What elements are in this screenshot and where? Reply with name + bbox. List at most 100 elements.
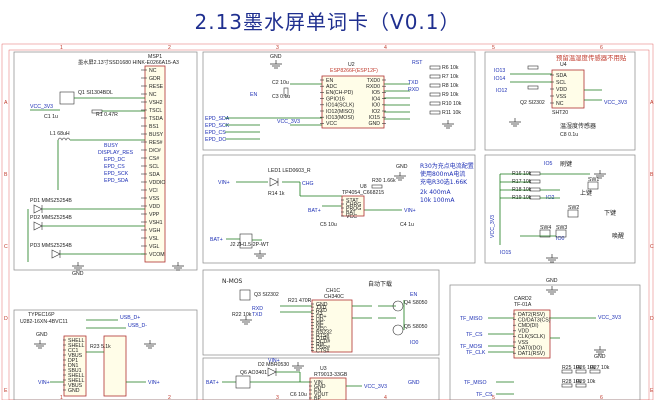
usbserial-net-en: EN bbox=[410, 292, 417, 298]
sd-title: CARD2 bbox=[514, 296, 532, 302]
usbserial-q4-label: Q4 S8050 bbox=[404, 300, 427, 306]
esp-net-sda: EPD_SDA bbox=[205, 116, 230, 122]
keys-gnd-symbol-2 bbox=[546, 254, 558, 263]
usbc-net-vin-2: VIN+ bbox=[148, 380, 160, 386]
panel-eink-frame bbox=[13, 51, 198, 271]
sensor-c8-label: C8 0.1u bbox=[560, 132, 578, 138]
eink-mosfet-q1 bbox=[59, 91, 75, 105]
key-switch bbox=[539, 229, 551, 238]
usbserial-pin-5: UD- bbox=[316, 317, 325, 323]
ldo-pin-2: EN bbox=[314, 388, 321, 394]
usbc-pin-2: CC1 bbox=[68, 348, 78, 354]
esp-right-pin-4: IO0 bbox=[372, 103, 380, 109]
esp-net-rst: RST bbox=[412, 60, 423, 66]
usbc-gnd-label: GND bbox=[36, 332, 48, 338]
eink-vcc-label: VCC_3V3 bbox=[30, 104, 53, 110]
ldo-panel: D2 MBR0530 U3 RT9013-33GB VINGNDENVOUTBP… bbox=[206, 358, 420, 400]
esp-panel: U2 ESP8266F(ESP12F) ENADCEN(CH-PD)GPIO16… bbox=[205, 54, 462, 143]
border-row-right-C: C bbox=[650, 244, 654, 250]
ldo-pin-4: BP bbox=[314, 396, 321, 400]
sd-resistor-label: R25 10k bbox=[562, 365, 582, 371]
border-row-right-D: D bbox=[650, 316, 654, 322]
charger-battery-connector: J2 ZH1.5-2P-WT bbox=[230, 233, 270, 249]
usbserial-chip-name: CH340C bbox=[324, 294, 344, 300]
sheet-inner-frame bbox=[8, 49, 650, 400]
ldo-net-bat: BAT+ bbox=[206, 380, 219, 386]
sensor-pin-3: VSS bbox=[556, 94, 567, 100]
eink-net-busy: BUSY bbox=[104, 143, 119, 149]
eink-pin-2: RESE bbox=[149, 84, 164, 90]
eink-pin-17: VDD bbox=[149, 204, 160, 210]
usbserial-pin-0: GND bbox=[316, 302, 328, 308]
charger-r30-label: R30 1.66k bbox=[372, 178, 396, 184]
sensor-gnd-symbol bbox=[509, 118, 521, 127]
eink-pin-5: TSCL bbox=[149, 108, 162, 114]
charger-pin-4: VCC bbox=[346, 214, 357, 220]
charger-gnd-symbol bbox=[394, 172, 406, 181]
charger-pin-1: CHRG bbox=[346, 202, 361, 208]
key-switch bbox=[555, 229, 567, 238]
charger-note-2: 使用800mA电流 bbox=[420, 170, 465, 178]
esp-right-pin-0: TXD0 bbox=[367, 78, 380, 84]
border-row-D: D bbox=[4, 316, 8, 322]
usbc-net-dn: USB_D- bbox=[128, 323, 147, 329]
key-resistor bbox=[529, 195, 541, 200]
esp-resistor bbox=[429, 83, 441, 88]
charger-panel: R30为充点电流配置 使用800mA电流 充电R30选1.66K 2k 400m… bbox=[210, 162, 474, 259]
ldo-net-gnd-io: GND bbox=[408, 380, 420, 386]
key-net-io5: IO5 bbox=[544, 161, 552, 167]
esp-resistor bbox=[429, 101, 441, 106]
sd-resistor bbox=[575, 383, 587, 388]
usbserial-r21-label: R21 470R bbox=[288, 298, 312, 304]
key-label-wake: 唤醒 bbox=[612, 232, 624, 240]
ldo-q6-label: Q6 AO3401 bbox=[240, 370, 267, 376]
sensor-q2-label: Q2 SI2302 bbox=[520, 100, 545, 106]
ldo-q6 bbox=[235, 375, 251, 389]
esp-resistor-label: R9 10k bbox=[442, 92, 459, 98]
sensor-panel: 预留温湿度传感器不用贴 温湿度传感器 U4 SHT20 SDASCLVDDVSS… bbox=[494, 53, 627, 138]
sd-pin-5: VSS bbox=[518, 340, 529, 346]
usbserial-pin-14: DSR# bbox=[316, 345, 330, 351]
usbc-pin-5: DN1 bbox=[68, 363, 78, 369]
charger-r30 bbox=[371, 184, 383, 189]
usbserial-pin-9: RS232 bbox=[316, 330, 332, 336]
sd-resistor bbox=[575, 369, 587, 374]
eink-pin-9: RES# bbox=[149, 140, 163, 146]
key-net-io0: IO0 bbox=[556, 236, 564, 242]
usbserial-q3 bbox=[239, 289, 251, 301]
sensor-net-vcc: VCC_3V3 bbox=[604, 100, 627, 106]
esp-left-pin-3: GPIO16 bbox=[326, 96, 345, 102]
charger-note-5: 10k 100mA bbox=[420, 197, 455, 204]
border-row-right-B: B bbox=[650, 172, 654, 178]
sd-pin-2: CMD(DI) bbox=[518, 323, 539, 329]
usbc-connector bbox=[63, 335, 87, 397]
eink-pin-11: CS# bbox=[149, 156, 159, 162]
usbc-pin-7: SHELL bbox=[68, 373, 85, 379]
border-col-3: 3 bbox=[276, 45, 279, 51]
eink-gnd-symbol bbox=[72, 262, 84, 271]
ldo-chip bbox=[309, 377, 347, 400]
panel-esp-frame bbox=[202, 51, 476, 151]
esp-right-pin-7: GND bbox=[368, 121, 380, 127]
eink-pin-0: NC bbox=[149, 68, 157, 74]
usbserial-chip-ref: CH1C bbox=[326, 288, 340, 294]
sd-gnd-label-2: GND bbox=[594, 354, 606, 360]
eink-gnd-symbol-2 bbox=[172, 262, 184, 271]
usbserial-pin-13: RI# bbox=[316, 342, 324, 348]
border-col-2: 2 bbox=[168, 45, 171, 51]
eink-pin-14: VDDIO bbox=[149, 180, 165, 186]
border-row-right-A: A bbox=[650, 100, 654, 106]
sd-net-miso: TF_MISO bbox=[460, 316, 482, 322]
charger-c5-label: C5 10u bbox=[320, 222, 337, 228]
esp-chip-ref: U2 bbox=[348, 62, 355, 68]
sd-net-miso-2: TF_MISO bbox=[464, 380, 486, 386]
sensor-chip-ref: U4 bbox=[560, 62, 567, 68]
sd-net-mosi: TF_MOSI bbox=[460, 344, 482, 350]
esp-net-sck: EPD_SCK bbox=[205, 123, 230, 129]
border-row-B: B bbox=[4, 172, 8, 178]
eink-pin-23: VCOM bbox=[149, 252, 165, 258]
usbc-pin-8: SHELL bbox=[68, 378, 85, 384]
charger-pin-0: STAT bbox=[346, 198, 359, 204]
charger-chip-ref: U8 bbox=[360, 184, 367, 190]
